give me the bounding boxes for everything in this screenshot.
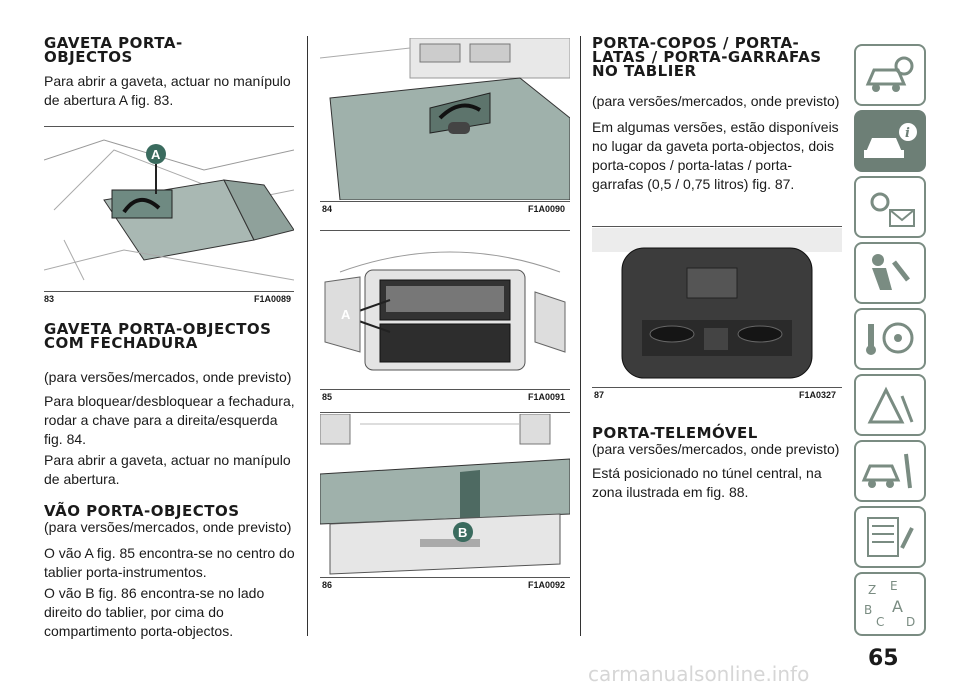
figure-87-number: 87	[594, 390, 605, 400]
figure-83-number: 83	[44, 294, 55, 304]
figure-top-rule	[320, 230, 570, 231]
figure-86-callout: B	[458, 525, 468, 540]
airbag-icon	[872, 254, 910, 290]
paragraph: Está posicionado no túnel central, na zo…	[592, 465, 822, 500]
figure-85	[320, 232, 570, 388]
car-wrench-icon	[861, 453, 912, 489]
figure-85-number: 85	[322, 392, 333, 402]
figure-83-callout: A	[151, 147, 161, 162]
paragraph: Para abrir a gaveta, actuar no manípulo …	[44, 452, 291, 487]
figure-86-code: F1A0092	[528, 580, 566, 590]
paragraph: O vão B fig. 86 encontra-se no lado dire…	[44, 585, 265, 639]
figure-top-rule	[592, 226, 842, 227]
heading-note: (para versões/mercados, onde previsto)	[592, 441, 840, 457]
paragraph: Em algumas versões, estão disponíveis no…	[592, 119, 839, 192]
figure-87	[592, 228, 842, 386]
paragraph: O vão A fig. 85 encontra-se no centro do…	[44, 545, 295, 580]
watermark: carmanualsonline.info	[588, 662, 810, 686]
column-divider	[580, 36, 581, 636]
tab-maintenance[interactable]	[854, 440, 926, 502]
svg-text:E: E	[890, 579, 898, 593]
svg-text:C: C	[876, 615, 884, 629]
tab-starting-driving[interactable]	[854, 308, 926, 370]
svg-text:i: i	[905, 126, 910, 141]
svg-text:B: B	[864, 603, 872, 617]
figure-bottom-rule	[320, 389, 570, 390]
figure-bottom-rule	[44, 291, 294, 292]
tab-technical-data[interactable]	[854, 506, 926, 568]
tab-car-search[interactable]	[854, 44, 926, 106]
paragraph: Para abrir a gaveta, actuar no manípulo …	[44, 73, 291, 108]
figure-84	[320, 38, 570, 200]
figure-bottom-rule	[320, 577, 570, 578]
svg-text:D: D	[906, 615, 915, 629]
key-steering-icon	[866, 322, 914, 355]
svg-text:Z: Z	[868, 583, 876, 597]
figure-87-code: F1A0327	[799, 390, 837, 400]
heading-gaveta: GAVETA PORTA-OBJECTOS	[44, 34, 183, 66]
figure-85-code: F1A0091	[528, 392, 566, 402]
figure-top-rule	[44, 126, 294, 127]
figure-86	[320, 414, 570, 576]
heading-porta-telemovel: PORTA-TELEMÓVEL	[592, 424, 758, 442]
car-search-icon	[865, 56, 914, 92]
figure-83	[44, 130, 294, 290]
heading-porta-copos: PORTA-COPOS / PORTA-LATAS / PORTA-GARRAF…	[592, 34, 822, 80]
page-number: 65	[868, 646, 899, 671]
figure-83-code: F1A0089	[254, 294, 292, 304]
specs-list-icon	[867, 517, 914, 557]
tab-emergency[interactable]	[854, 374, 926, 436]
paragraph: Para bloquear/desbloquear a fechadura, r…	[44, 393, 295, 447]
figure-86-number: 86	[322, 580, 333, 590]
heading-note: (para versões/mercados, onde previsto)	[592, 93, 840, 109]
svg-text:A: A	[892, 597, 903, 616]
road-warning-icon	[867, 386, 914, 424]
figure-bottom-rule	[320, 201, 570, 202]
figure-bottom-rule	[592, 387, 842, 388]
figure-top-rule	[320, 412, 570, 413]
car-info-icon: i	[864, 123, 917, 158]
heading-note: (para versões/mercados, onde previsto)	[44, 519, 292, 535]
heading-note: (para versões/mercados, onde previsto)	[44, 369, 292, 385]
column-divider	[307, 36, 308, 636]
tab-car-info[interactable]: i	[854, 110, 926, 172]
heading-gaveta-fechadura: GAVETA PORTA-OBJECTOS COM FECHADURA	[44, 320, 272, 352]
figure-84-number: 84	[322, 204, 333, 214]
figure-85-callout: A	[341, 307, 351, 322]
tab-warning-lights[interactable]	[854, 176, 926, 238]
heading-vao: VÃO PORTA-OBJECTOS	[44, 502, 240, 520]
tab-safety[interactable]	[854, 242, 926, 304]
figure-84-code: F1A0090	[528, 204, 566, 214]
warning-light-icon	[870, 192, 915, 227]
